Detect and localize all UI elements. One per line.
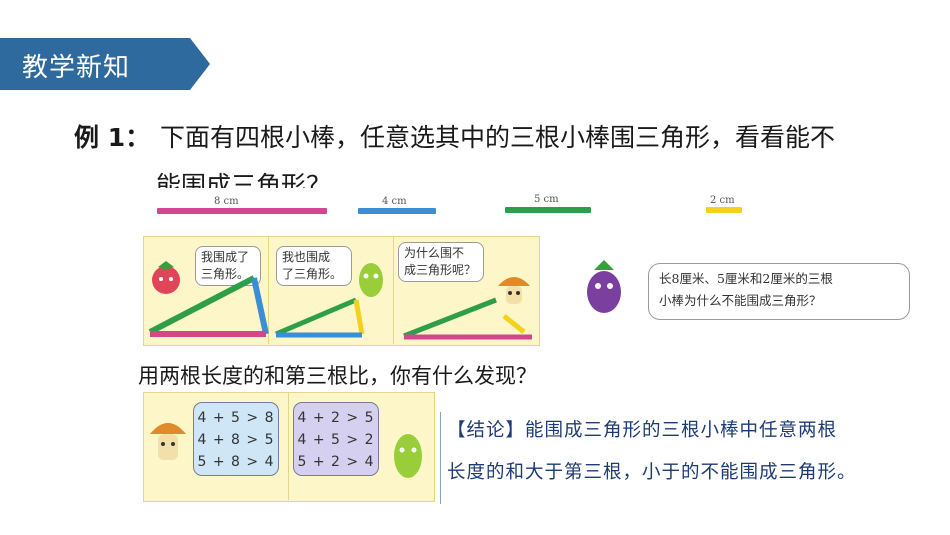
triangle-2-drawing: [275, 297, 365, 338]
bubble-text: 我也围成: [282, 250, 331, 264]
stick-4cm-label: 4 cm: [382, 196, 407, 207]
stick-4cm: [358, 208, 436, 214]
panel-divider: [393, 236, 394, 344]
stick-5cm: [505, 207, 591, 213]
mushroom-character-icon: [498, 277, 530, 304]
inequality-box-invalid: 4 + 2 > 5 4 + 5 > 2 5 + 2 > 4: [293, 402, 379, 476]
bubble-text: 了三角形。: [282, 267, 343, 281]
conclusion-divider: [440, 412, 441, 504]
eggplant-character-icon: [587, 260, 621, 313]
section-title: 教学新知: [22, 53, 131, 83]
inequality-panel: [143, 392, 435, 502]
example-label: 例 1：: [74, 123, 151, 152]
speech-bubble-1: 我围成了 三角形。: [195, 246, 261, 286]
speech-bubble-2: 我也围成 了三角形。: [276, 246, 352, 286]
conclusion-line1: 【结论】能围成三角形的三根小棒中任意两根: [447, 420, 838, 441]
inequality-text: 4 + 5 > 2: [297, 432, 375, 448]
stick-8cm: [157, 208, 327, 214]
bubble-text: 成三角形呢？: [404, 263, 477, 277]
strawberry-character-icon: [152, 261, 180, 294]
stick-8cm-label: 8 cm: [214, 196, 239, 207]
problem-text-line1: 下面有四根小棒，任意选其中的三根小棒围三角形，看看能不: [160, 123, 836, 152]
bubble-text: 小棒为什么不能围成三角形？: [659, 293, 822, 308]
inequality-text: 5 + 8 > 4: [197, 454, 275, 470]
conclusion-line2: 长度的和大于第三根，小于的不能围成三角形。: [447, 462, 857, 483]
stick-2cm-label: 2 cm: [710, 195, 735, 206]
stick-5cm-label: 5 cm: [534, 194, 559, 205]
bubble-text: 为什么围不: [404, 246, 465, 260]
bubble-text: 三角形。: [201, 267, 250, 281]
inequality-text: 5 + 2 > 4: [297, 454, 375, 470]
panel-divider: [268, 236, 269, 344]
question-bubble: 长8厘米、5厘米和2厘米的三根 小棒为什么不能围成三角形？: [648, 263, 910, 320]
inequality-box-valid: 4 + 5 > 8 4 + 8 > 5 5 + 8 > 4: [193, 402, 279, 476]
speech-bubble-3: 为什么围不 成三角形呢？: [398, 242, 484, 282]
triangle-1-drawing: [148, 275, 269, 337]
bubble-text: 我围成了: [201, 250, 250, 264]
inequality-text: 4 + 8 > 5: [197, 432, 275, 448]
stick-2cm: [706, 207, 742, 213]
bubble-text: 长8厘米、5厘米和2厘米的三根: [659, 271, 833, 286]
pepper-character-icon: [359, 263, 383, 297]
mushroom-character-icon: [150, 423, 186, 460]
pepper-character-icon: [394, 434, 422, 478]
inequality-text: 4 + 5 > 8: [197, 410, 275, 426]
problem-text-line2: 能围成三角形？: [156, 171, 332, 188]
panel-divider: [288, 392, 289, 500]
section-banner: [0, 38, 210, 90]
discovery-question: 用两根长度的和第三根比，你有什么发现？: [138, 364, 537, 388]
inequality-text: 4 + 2 > 5: [297, 410, 375, 426]
non-triangle-drawing: [403, 297, 532, 340]
